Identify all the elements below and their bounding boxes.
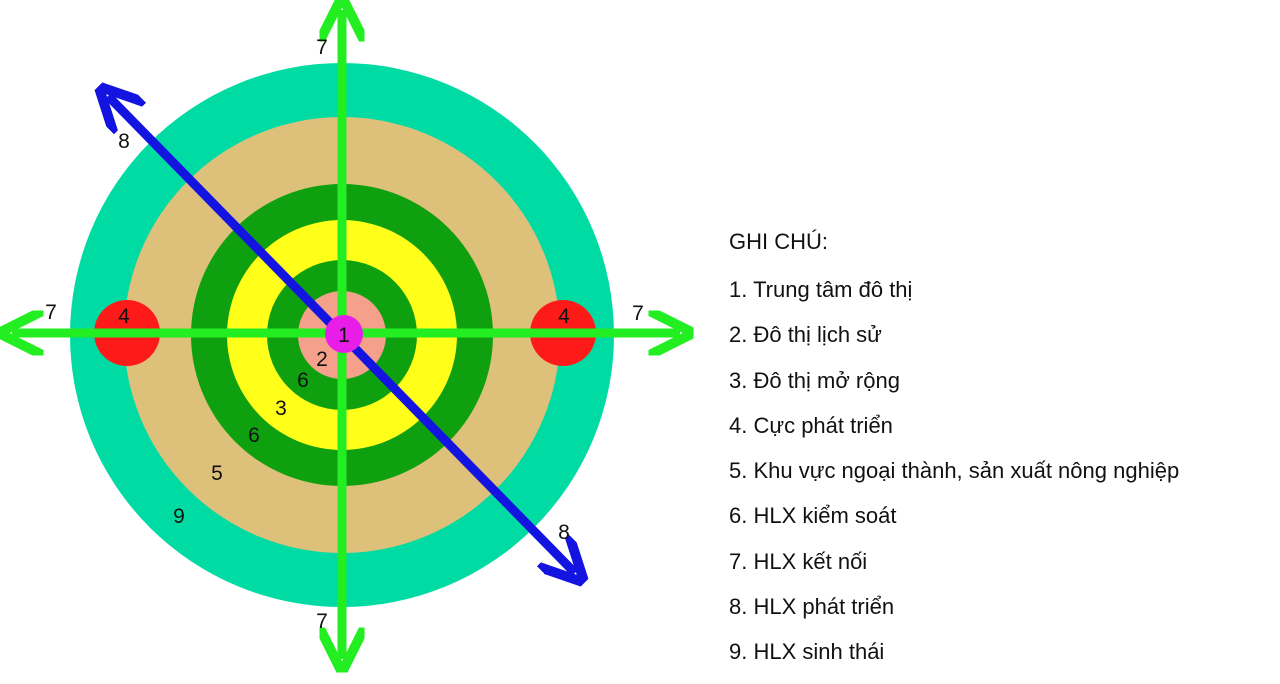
legend-item-historic-urban: 2. Đô thị lịch sử	[729, 322, 882, 348]
label-control-6-outer: 6	[248, 424, 260, 447]
legend-item-connection-corridor: 7. HLX kết nối	[729, 548, 868, 574]
legend-item-development-corridor: 8. HLX phát triển	[729, 594, 895, 620]
label-develop-8-se: 8	[558, 521, 570, 544]
label-extended-3: 3	[275, 397, 287, 420]
label-historic-2: 2	[316, 348, 328, 371]
label-pole-4-right: 4	[558, 305, 570, 328]
label-connect-7-bottom: 7	[316, 610, 328, 633]
label-suburban-5: 5	[211, 462, 223, 485]
label-connect-7-left: 7	[45, 301, 57, 324]
legend-item-eco-corridor: 9. HLX sinh thái	[729, 639, 885, 665]
label-develop-8-nw: 8	[118, 130, 130, 153]
urban-center-dot	[325, 315, 363, 353]
develop-axis-nw	[108, 96, 346, 339]
legend-item-extended-urban: 3. Đô thị mở rộng	[729, 367, 900, 393]
legend-item-urban-center: 1. Trung tâm đô thị	[729, 277, 913, 302]
label-center-1: 1	[338, 324, 350, 347]
legend-item-suburban-agriculture: 5. Khu vực ngoại thành, sản xuất nông ng…	[729, 458, 1180, 484]
label-eco-9: 9	[173, 505, 185, 528]
label-connect-7-top: 7	[316, 36, 328, 59]
legend-item-control-corridor: 6. HLX kiểm soát	[729, 503, 897, 529]
label-connect-7-right: 7	[632, 302, 644, 325]
urban-structure-diagram: 1 2 3 4 4 5 6 6 7 7 7 7 8 8 9	[0, 0, 700, 677]
legend-list: 1. Trung tâm đô thị 2. Đô thị lịch sử 3.…	[729, 276, 1274, 684]
label-control-6-inner: 6	[297, 369, 309, 392]
legend-title: GHI CHÚ:	[729, 229, 828, 254]
label-pole-4-left: 4	[118, 305, 130, 328]
legend-item-development-pole: 4. Cực phát triển	[729, 412, 893, 438]
develop-axis-se	[338, 331, 575, 573]
legend: GHI CHÚ: 1. Trung tâm đô thị 2. Đô thị l…	[729, 228, 1274, 684]
